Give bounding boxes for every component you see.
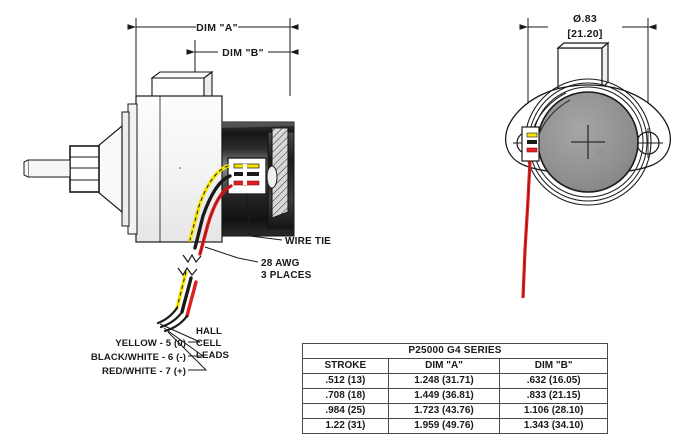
end-view-connector bbox=[521, 126, 540, 162]
table-title-row: P25000 G4 SERIES bbox=[302, 343, 608, 359]
wire-break-marks bbox=[177, 253, 202, 277]
side-view: DIM "A" DIM "B" bbox=[23, 18, 331, 377]
lead-label-group: YELLOW - 5 (0) BLACK/WHITE - 6 (-) RED/W… bbox=[91, 323, 208, 377]
column-header-dim-b: DIM "B" bbox=[499, 358, 608, 374]
wire-bundle bbox=[175, 164, 233, 318]
shaft-assembly bbox=[23, 124, 123, 214]
awg-label-line1: 28 AWG bbox=[261, 258, 300, 269]
cell-dim-b: .632 (16.05) bbox=[499, 373, 608, 389]
hall-note-line3: LEADS bbox=[196, 350, 230, 361]
cell-stroke: 1.22 (31) bbox=[302, 418, 389, 434]
table-row: .984 (25) 1.723 (43.76) 1.106 (28.10) bbox=[302, 403, 608, 419]
cell-dim-b: .833 (21.15) bbox=[499, 388, 608, 404]
cell-dim-a: 1.449 (36.81) bbox=[387, 388, 501, 404]
actuator-housing bbox=[121, 95, 223, 243]
spec-table-title: P25000 G4 SERIES bbox=[302, 343, 608, 359]
hall-note-line2: CELL bbox=[196, 338, 221, 349]
dim-a-label: DIM "A" bbox=[196, 22, 238, 34]
awg-label-line2: 3 PLACES bbox=[261, 270, 312, 281]
dim-a-dimension: DIM "A" bbox=[127, 22, 299, 34]
spec-table: P25000 G4 SERIES STROKE DIM "A" DIM "B" … bbox=[302, 343, 608, 434]
column-header-dim-a: DIM "A" bbox=[387, 358, 501, 374]
cell-dim-a: 1.959 (49.76) bbox=[387, 418, 501, 434]
hall-cell-leads-note: HALL CELL LEADS bbox=[196, 326, 230, 361]
dim-b-label: DIM "B" bbox=[222, 47, 264, 59]
table-row: .708 (18) 1.449 (36.81) .833 (21.15) bbox=[302, 388, 608, 404]
yellow-lead-label: YELLOW - 5 (0) bbox=[115, 338, 186, 349]
wire-tie-label: WIRE TIE bbox=[285, 236, 331, 247]
table-row: .512 (13) 1.248 (31.71) .632 (16.05) bbox=[302, 373, 608, 389]
table-row: 1.22 (31) 1.959 (49.76) 1.343 (34.10) bbox=[302, 418, 608, 434]
top-mounting-tab bbox=[556, 41, 610, 90]
section-block bbox=[266, 127, 289, 219]
cell-stroke: .708 (18) bbox=[302, 388, 389, 404]
cell-dim-a: 1.723 (43.76) bbox=[387, 403, 501, 419]
diameter-inches-label: Ø.83 bbox=[573, 13, 597, 25]
cell-stroke: .984 (25) bbox=[302, 403, 389, 419]
table-header-row: STROKE DIM "A" DIM "B" bbox=[302, 358, 608, 374]
awg-callout: 28 AWG 3 PLACES bbox=[204, 246, 312, 281]
wire-tie-callout: WIRE TIE bbox=[246, 195, 331, 247]
cell-dim-b: 1.343 (34.10) bbox=[499, 418, 608, 434]
diameter-dimension: Ø.83 [21.20] bbox=[519, 13, 657, 118]
end-view-cable bbox=[521, 92, 571, 299]
dim-b-dimension: DIM "B" bbox=[186, 47, 299, 59]
surface-mark bbox=[599, 151, 601, 153]
diameter-mm-label: [21.20] bbox=[567, 28, 602, 40]
center-crosshair-icon bbox=[571, 125, 605, 159]
black-white-lead-label: BLACK/WHITE - 6 (-) bbox=[91, 352, 186, 363]
cell-stroke: .512 (13) bbox=[302, 373, 389, 389]
hall-note-line1: HALL bbox=[196, 326, 222, 337]
end-view: Ø.83 [21.20] bbox=[505, 13, 671, 299]
red-white-lead-label: RED/WHITE - 7 (+) bbox=[102, 366, 186, 377]
column-header-stroke: STROKE bbox=[302, 358, 389, 374]
cell-dim-a: 1.248 (31.71) bbox=[387, 373, 501, 389]
cell-dim-b: 1.106 (28.10) bbox=[499, 403, 608, 419]
wire-tie-connector bbox=[227, 157, 267, 195]
